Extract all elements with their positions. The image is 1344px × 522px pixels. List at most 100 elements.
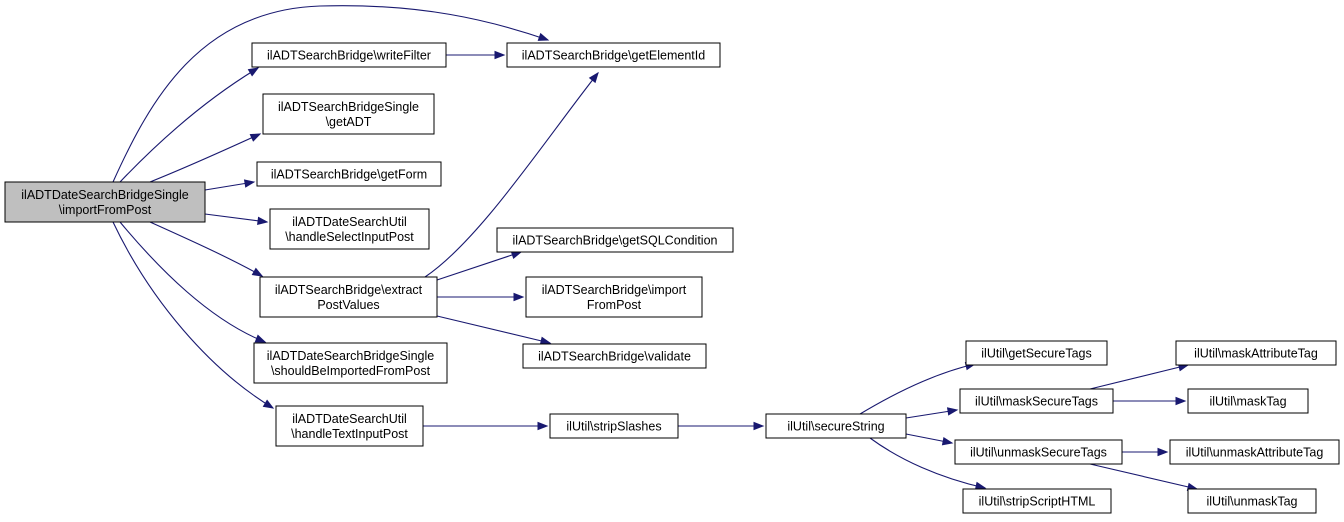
node-box bbox=[496, 227, 734, 253]
node-validate[interactable]: ilADTSearchBridge\validate bbox=[522, 343, 707, 369]
edge-arrowhead bbox=[1175, 396, 1187, 406]
node-box bbox=[549, 413, 679, 439]
node-label-line: ilUtil\unmaskAttributeTag bbox=[1186, 446, 1324, 460]
node-label-line: ilADTSearchBridge\extract bbox=[275, 283, 423, 297]
edge-extractPostValues-to-validate bbox=[436, 315, 552, 345]
node-getSecureTags[interactable]: ilUtil\getSecureTags bbox=[965, 340, 1108, 366]
edge-root-to-getElementId bbox=[112, 5, 550, 183]
node-box bbox=[256, 161, 442, 187]
node-unmaskSecureTags[interactable]: ilUtil\unmaskSecureTags bbox=[954, 439, 1123, 465]
node-label-line: ilADTSearchBridge\getElementId bbox=[522, 49, 705, 63]
node-box bbox=[525, 276, 703, 318]
node-label-line: \handleSelectInputPost bbox=[285, 230, 414, 244]
node-label-line: ilADTDateSearchUtil bbox=[292, 412, 407, 426]
node-box bbox=[1187, 488, 1317, 514]
node-label-line: \importFromPost bbox=[59, 203, 152, 217]
edge-maskSecureTags-to-maskAttributeTag bbox=[1089, 363, 1190, 390]
node-maskAttributeTag[interactable]: ilUtil\maskAttributeTag bbox=[1175, 340, 1337, 366]
edge-line bbox=[436, 251, 522, 281]
node-getForm[interactable]: ilADTSearchBridge\getForm bbox=[256, 161, 442, 187]
edge-root-to-writeFilter bbox=[119, 67, 260, 183]
edge-writeFilter-to-getElementId bbox=[446, 50, 506, 60]
edge-arrowhead bbox=[537, 32, 550, 41]
node-maskSecureTags[interactable]: ilUtil\maskSecureTags bbox=[959, 388, 1114, 414]
node-maskTag[interactable]: ilUtil\maskTag bbox=[1187, 388, 1309, 414]
node-box bbox=[262, 93, 435, 135]
edge-root-to-getADT bbox=[149, 133, 262, 183]
node-label-line: ilUtil\secureString bbox=[787, 420, 884, 434]
edge-line bbox=[436, 315, 551, 344]
edge-unmaskSecureTags-to-unmaskAttributeTag bbox=[1122, 447, 1169, 457]
edge-handleTextInputPost-to-stripSlashes bbox=[423, 421, 549, 431]
edge-arrowhead bbox=[539, 336, 552, 345]
edge-arrowhead bbox=[257, 216, 269, 225]
node-writeFilter[interactable]: ilADTSearchBridge\writeFilter bbox=[251, 42, 447, 68]
node-box bbox=[1187, 388, 1309, 414]
edge-extractPostValues-to-getElementId bbox=[424, 71, 599, 278]
edge-arrowhead bbox=[494, 50, 506, 60]
edge-line bbox=[869, 437, 986, 489]
edges-layer bbox=[112, 5, 1199, 491]
node-label-line: ilUtil\maskSecureTags bbox=[975, 395, 1098, 409]
node-label-line: \getADT bbox=[326, 115, 372, 129]
node-box bbox=[275, 405, 424, 447]
node-getElementId[interactable]: ilADTSearchBridge\getElementId bbox=[506, 42, 721, 68]
node-label-line: ilUtil\unmaskTag bbox=[1206, 495, 1297, 509]
node-label-line: \handleTextInputPost bbox=[291, 427, 408, 441]
node-unmaskTag[interactable]: ilUtil\unmaskTag bbox=[1187, 488, 1317, 514]
node-unmaskAttributeTag[interactable]: ilUtil\unmaskAttributeTag bbox=[1169, 439, 1340, 465]
edge-arrowhead bbox=[254, 334, 267, 343]
edge-line bbox=[424, 72, 599, 278]
node-bridgeImportFromPost[interactable]: ilADTSearchBridge\importFromPost bbox=[525, 276, 703, 318]
edge-root-to-shouldBeImportedFromPost bbox=[119, 221, 267, 343]
edge-arrowhead bbox=[753, 421, 765, 431]
edge-line bbox=[859, 363, 976, 415]
node-box bbox=[506, 42, 721, 68]
edge-arrowhead bbox=[941, 437, 954, 446]
edge-line bbox=[112, 221, 274, 409]
edge-root-to-extractPostValues bbox=[149, 221, 264, 277]
node-getADT[interactable]: ilADTSearchBridgeSingle\getADT bbox=[262, 93, 435, 135]
edge-arrowhead bbox=[243, 179, 256, 188]
node-shouldBeImportedFromPost[interactable]: ilADTDateSearchBridgeSingle\shouldBeImpo… bbox=[253, 342, 448, 384]
edge-arrowhead bbox=[510, 250, 523, 260]
edge-root-to-handleTextInputPost bbox=[112, 221, 275, 409]
edge-secureString-to-unmaskSecureTags bbox=[905, 433, 954, 446]
node-root: ilADTDateSearchBridgeSingle\importFromPo… bbox=[4, 181, 206, 223]
edge-line bbox=[119, 67, 259, 183]
node-getSQLCondition[interactable]: ilADTSearchBridge\getSQLCondition bbox=[496, 227, 734, 253]
node-box bbox=[765, 413, 907, 439]
edge-arrowhead bbox=[249, 133, 262, 142]
edge-line bbox=[149, 221, 263, 277]
node-stripSlashes[interactable]: ilUtil\stripSlashes bbox=[549, 413, 679, 439]
node-box bbox=[954, 439, 1123, 465]
node-box bbox=[253, 342, 448, 384]
node-handleTextInputPost[interactable]: ilADTDateSearchUtil\handleTextInputPost bbox=[275, 405, 424, 447]
edge-arrowhead bbox=[588, 71, 599, 84]
node-label-line: ilUtil\unmaskSecureTags bbox=[970, 446, 1107, 460]
node-secureString[interactable]: ilUtil\secureString bbox=[765, 413, 907, 439]
node-box bbox=[965, 340, 1108, 366]
node-label-line: ilADTDateSearchBridgeSingle bbox=[21, 188, 188, 202]
node-label-line: ilUtil\maskAttributeTag bbox=[1194, 347, 1318, 361]
node-box bbox=[1175, 340, 1337, 366]
edge-line bbox=[1089, 364, 1189, 390]
node-box bbox=[251, 42, 447, 68]
edge-unmaskSecureTags-to-unmaskTag bbox=[1089, 463, 1199, 491]
node-handleSelectInputPost[interactable]: ilADTDateSearchUtil\handleSelectInputPos… bbox=[269, 208, 430, 250]
node-label-line: ilADTSearchBridge\validate bbox=[538, 350, 691, 364]
edge-line bbox=[204, 213, 268, 223]
edge-arrowhead bbox=[537, 421, 549, 431]
node-stripScriptHTML[interactable]: ilUtil\stripScriptHTML bbox=[962, 488, 1112, 514]
edge-arrowhead bbox=[247, 67, 260, 77]
edge-arrowhead bbox=[513, 292, 525, 302]
node-label-line: ilADTSearchBridge\writeFilter bbox=[267, 49, 431, 63]
edge-arrowhead bbox=[974, 481, 987, 491]
node-box bbox=[1169, 439, 1340, 465]
edge-root-to-handleSelectInputPost bbox=[204, 213, 269, 225]
node-box bbox=[269, 208, 430, 250]
edge-line bbox=[112, 5, 549, 183]
node-box bbox=[522, 343, 707, 369]
edge-extractPostValues-to-bridgeImportFromPost bbox=[437, 292, 525, 302]
